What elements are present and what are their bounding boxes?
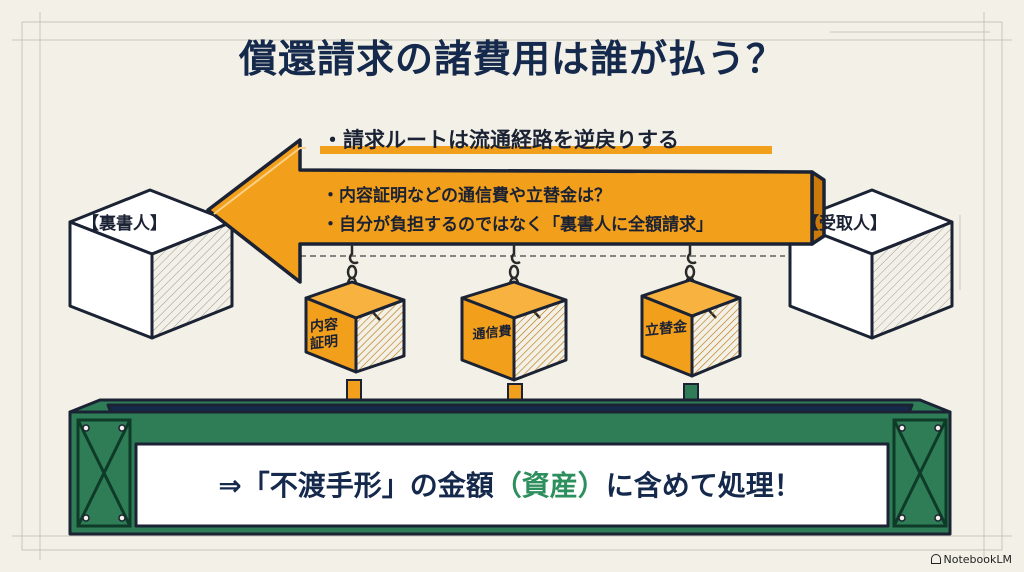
cost-box-communication xyxy=(460,280,568,382)
notebooklm-icon xyxy=(930,554,941,564)
endorser-cube xyxy=(68,188,234,340)
payee-cube xyxy=(788,188,954,340)
bullet-communication-costs: ・内容証明などの通信費や立替金は？ xyxy=(322,186,611,206)
payee-label: 【受取人】 xyxy=(802,214,887,234)
logo-text: NotebookLM xyxy=(943,553,1012,566)
bullet-claim-route: ・請求ルートは流通経路を逆戻りする xyxy=(322,128,679,152)
endorser-label: 【裏書人】 xyxy=(82,214,167,234)
cost-label-content-proof: 内容 証明 xyxy=(310,316,338,353)
rivets xyxy=(82,424,942,522)
container-end-left xyxy=(76,418,132,528)
conclusion-suffix: に含めて処理！ xyxy=(605,469,802,502)
bullet-full-claim: ・自分が負担するのではなく「裏書人に全額請求」 xyxy=(322,215,713,235)
bill-container xyxy=(68,398,952,536)
cost-box-advance xyxy=(640,278,742,378)
conclusion-text: ⇒「不渡手形」の金額（資産）に含めて処理！ xyxy=(160,464,860,504)
claim-route-arrow xyxy=(206,138,826,284)
conclusion-highlight: （資産） xyxy=(493,469,606,502)
conclusion-prefix: ⇒「不渡手形」の金額 xyxy=(218,469,494,502)
page-title: 償還請求の諸費用は誰が払う？ xyxy=(238,37,785,81)
bullet-underline xyxy=(320,146,772,154)
container-end-right xyxy=(892,418,948,528)
blueprint-frame xyxy=(12,12,1012,560)
notebooklm-logo: NotebookLM xyxy=(930,553,1012,566)
cost-box-content-proof xyxy=(304,280,406,374)
